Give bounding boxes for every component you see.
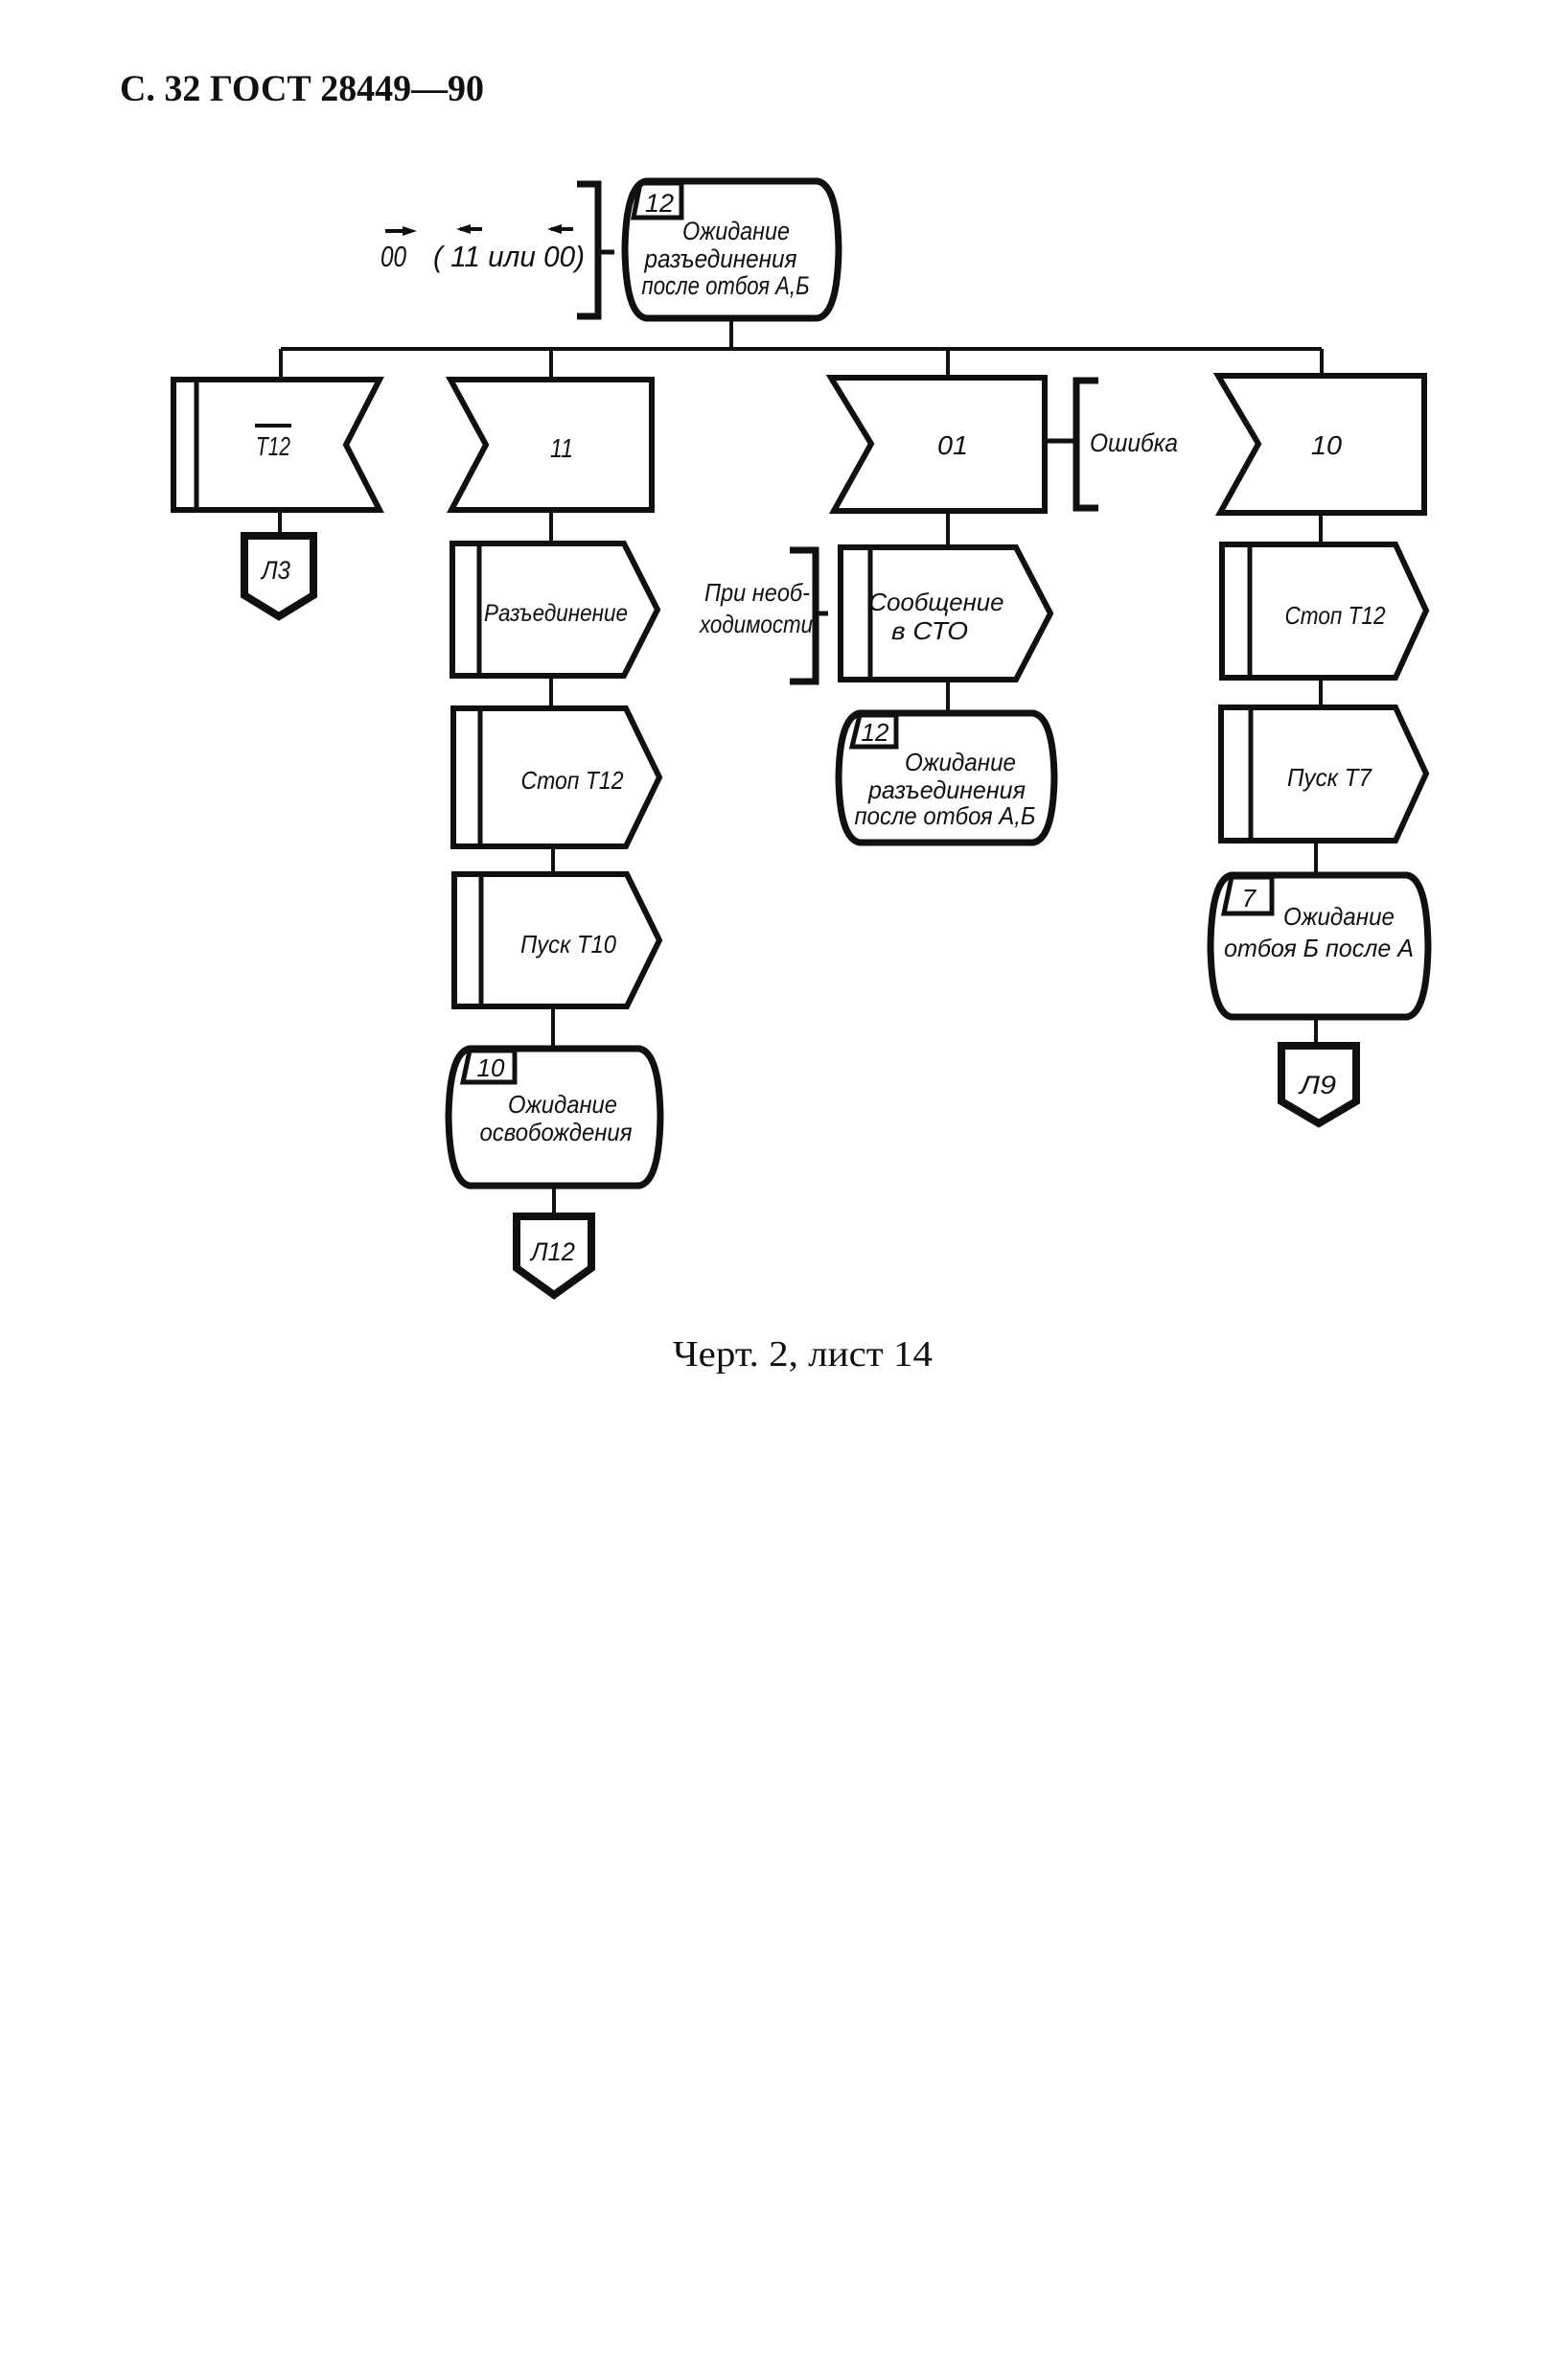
svg-text:С. 32 ГОСТ 28449—90: С. 32 ГОСТ 28449—90 xyxy=(120,68,484,109)
svg-text:Пуск Т10: Пуск Т10 xyxy=(520,930,616,959)
svg-text:Л3: Л3 xyxy=(260,556,290,585)
svg-text:освобождения: освобождения xyxy=(480,1118,633,1146)
svg-text:в СТО: в СТО xyxy=(891,616,968,645)
svg-text:11: 11 xyxy=(550,433,573,463)
svg-text:Л12: Л12 xyxy=(529,1237,575,1266)
svg-text:Разъединение: Разъединение xyxy=(484,600,628,627)
svg-text:разъединения: разъединения xyxy=(644,244,797,273)
svg-text:( 11 или 00): ( 11 или 00) xyxy=(433,240,585,273)
svg-text:Стоп Т12: Стоп Т12 xyxy=(1285,601,1386,630)
svg-text:Ожидание: Ожидание xyxy=(905,748,1016,776)
svg-text:При необ-: При необ- xyxy=(704,578,810,607)
svg-text:Черт. 2, лист 14: Черт. 2, лист 14 xyxy=(673,1334,933,1375)
svg-text:Ошибка: Ошибка xyxy=(1090,428,1178,457)
svg-text:после отбоя А,Б: после отбоя А,Б xyxy=(855,801,1036,830)
svg-text:01: 01 xyxy=(937,430,968,460)
svg-text:00: 00 xyxy=(380,240,406,273)
svg-text:Ожидание: Ожидание xyxy=(1283,902,1395,931)
svg-text:отбоя Б после А: отбоя Б после А xyxy=(1224,934,1414,962)
svg-text:10: 10 xyxy=(1311,430,1342,460)
svg-text:Л9: Л9 xyxy=(1298,1071,1336,1099)
svg-text:10: 10 xyxy=(477,1053,505,1082)
svg-text:12: 12 xyxy=(645,189,674,218)
svg-text:Стоп Т12: Стоп Т12 xyxy=(521,766,624,795)
svg-text:Сообщение: Сообщение xyxy=(869,588,1004,616)
svg-text:7: 7 xyxy=(1242,884,1257,913)
svg-text:Ожидание: Ожидание xyxy=(682,217,790,245)
svg-text:после отбоя А,Б: после отбоя А,Б xyxy=(642,271,810,300)
svg-text:ходимости: ходимости xyxy=(698,610,813,638)
svg-text:12: 12 xyxy=(862,718,889,747)
svg-text:Пуск Т7: Пуск Т7 xyxy=(1287,763,1372,792)
svg-text:разъединения: разъединения xyxy=(867,775,1026,804)
svg-text:Т12: Т12 xyxy=(256,431,290,461)
svg-text:Ожидание: Ожидание xyxy=(508,1090,617,1119)
